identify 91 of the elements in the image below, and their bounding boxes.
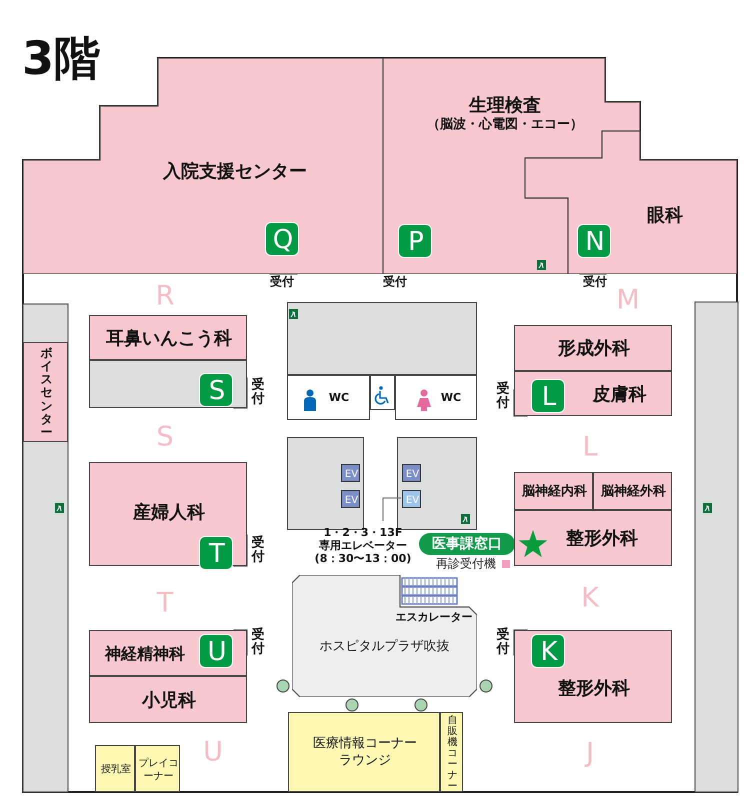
corridor-letter: J bbox=[586, 738, 594, 768]
restroom bbox=[395, 375, 477, 420]
badge-letter: S bbox=[208, 378, 226, 404]
corridor-letter: S bbox=[156, 422, 174, 452]
department-name: 入院支援センター bbox=[163, 160, 307, 184]
facility-room bbox=[95, 745, 135, 792]
department-name: 脳神経内科 bbox=[522, 484, 587, 500]
elevator-sign bbox=[341, 490, 360, 508]
elevator-label: EV bbox=[344, 468, 358, 480]
letter-badge bbox=[577, 224, 611, 258]
restroom-label: WC bbox=[440, 391, 462, 406]
department-room bbox=[23, 342, 68, 442]
reception-label: 受付 bbox=[496, 628, 510, 658]
facility-name: 授乳室 bbox=[101, 763, 131, 776]
elevator-label: EV bbox=[406, 494, 420, 506]
department-name: 産婦人科 bbox=[133, 501, 205, 525]
department-room bbox=[593, 472, 672, 510]
corridor-letter: M bbox=[616, 284, 640, 316]
atrium-area bbox=[292, 575, 477, 697]
floor-title: 3階 bbox=[22, 30, 100, 87]
service-block bbox=[287, 302, 477, 375]
department-name: 眼科 bbox=[647, 204, 683, 228]
department-name: 形成外科 bbox=[558, 337, 630, 361]
letter-badge bbox=[531, 379, 565, 413]
elevator-sign bbox=[402, 464, 421, 482]
facility-room bbox=[288, 712, 440, 792]
machine-label: 再診受付機 bbox=[436, 556, 496, 572]
elevator-note: 1・2・3・13F 専用エレベーター (8：30〜13：00) bbox=[310, 521, 416, 567]
department-name: 耳鼻いんこう科 bbox=[106, 326, 232, 350]
elevator-label: EV bbox=[344, 494, 358, 506]
facility-room bbox=[440, 712, 463, 792]
escalator-label: エスカレーター bbox=[396, 610, 472, 624]
department-room bbox=[514, 472, 593, 510]
atrium-name: ホスピタルプラザ吹抜 bbox=[320, 638, 450, 656]
restroom bbox=[287, 375, 370, 420]
elevator-sign bbox=[402, 490, 421, 508]
reception-label: 受付 bbox=[383, 274, 407, 290]
corridor-letter: U bbox=[203, 736, 223, 768]
letter-badge bbox=[199, 536, 233, 570]
department-room bbox=[383, 58, 640, 274]
facility-name: 医療情報コーナーラウンジ bbox=[312, 736, 418, 770]
reception-label: 受付 bbox=[583, 274, 607, 290]
letter-badge bbox=[199, 373, 233, 407]
department-room bbox=[89, 630, 247, 676]
corridor-letter: L bbox=[582, 432, 598, 462]
facility-room bbox=[135, 745, 180, 792]
facility-name: プレイコーナー bbox=[138, 756, 180, 782]
reception-label: 受付 bbox=[496, 382, 510, 412]
elevator-sign bbox=[341, 464, 360, 482]
reception-label: 受付 bbox=[252, 378, 264, 408]
department-name: 小児科 bbox=[142, 688, 196, 712]
badge-letter: U bbox=[207, 639, 227, 665]
corridor-letter: T bbox=[156, 588, 174, 618]
badge-letter: K bbox=[540, 639, 558, 665]
department-name: 脳神経外科 bbox=[601, 484, 666, 500]
department-name: 整形外科 bbox=[558, 677, 630, 701]
service-block bbox=[370, 375, 395, 410]
badge-letter: N bbox=[585, 229, 605, 255]
department-room bbox=[89, 315, 247, 360]
department-name: ボイスセンター bbox=[40, 346, 52, 440]
facility-name: 自販機コーナー bbox=[448, 714, 458, 792]
department-room bbox=[514, 630, 672, 723]
department-name: 皮膚科 bbox=[592, 382, 646, 406]
service-block bbox=[89, 360, 247, 408]
reception-label: 受付 bbox=[252, 536, 264, 566]
department-name: 生理検査 bbox=[469, 94, 541, 116]
reception-label: 受付 bbox=[270, 274, 294, 290]
corridor-letter: R bbox=[156, 280, 174, 312]
sign-text: 医事課窓口 bbox=[432, 534, 502, 554]
leader-line bbox=[382, 498, 402, 522]
restroom-label: WC bbox=[328, 391, 350, 406]
department-name: （脳波・心電図・エコー） bbox=[427, 117, 583, 134]
badge-letter: T bbox=[209, 541, 225, 567]
letter-badge bbox=[398, 224, 432, 258]
reception-label: 受付 bbox=[252, 628, 264, 658]
department-name: 神経精神科 bbox=[105, 644, 185, 664]
department-room bbox=[514, 325, 672, 371]
reception-sign bbox=[419, 533, 515, 555]
department-room bbox=[514, 510, 672, 566]
corridor-letter: K bbox=[581, 582, 599, 614]
badge-letter: L bbox=[542, 384, 556, 410]
department-room bbox=[514, 371, 672, 416]
badge-letter: P bbox=[408, 229, 424, 255]
letter-badge bbox=[199, 634, 233, 668]
department-name: 整形外科 bbox=[566, 527, 638, 551]
letter-badge bbox=[265, 222, 299, 256]
department-room bbox=[89, 676, 247, 723]
department-room bbox=[525, 131, 737, 274]
badge-letter: Q bbox=[272, 227, 294, 253]
elevator-label: EV bbox=[406, 468, 420, 480]
letter-badge bbox=[531, 634, 565, 668]
